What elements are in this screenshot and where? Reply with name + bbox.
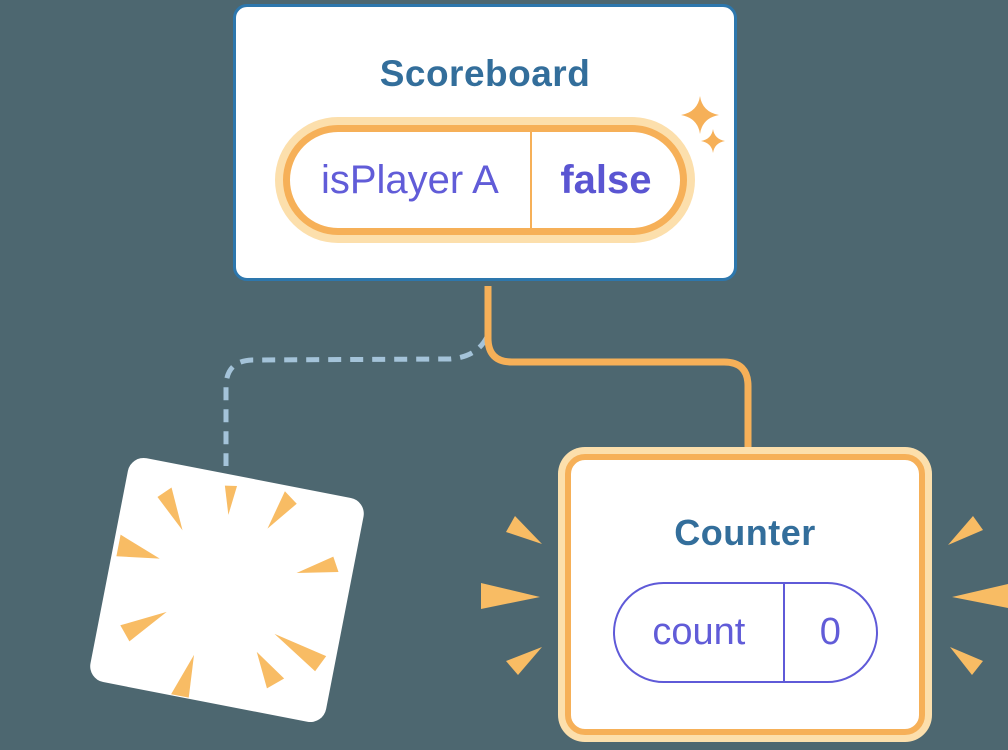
counter-title: Counter bbox=[674, 512, 816, 553]
prop-value-label: false bbox=[560, 157, 652, 202]
burst-icon bbox=[116, 485, 339, 698]
dashed-connector-line bbox=[223, 335, 490, 466]
prop-name-label: isPlayer A bbox=[290, 132, 532, 228]
state-name-label: count bbox=[615, 584, 785, 681]
scoreboard-prop-pill: isPlayer A false bbox=[283, 125, 687, 235]
burst-icon bbox=[481, 516, 542, 675]
sparkle-icon bbox=[701, 129, 725, 153]
scoreboard-title: Scoreboard bbox=[379, 53, 591, 94]
scoreboard-card: Scoreboard isPlayer A false bbox=[233, 4, 737, 281]
counter-state-pill: count 0 bbox=[613, 582, 878, 683]
solid-connector-line bbox=[484, 286, 752, 454]
sparkle-icon bbox=[681, 96, 719, 134]
destroyed-component-card bbox=[87, 455, 367, 725]
burst-icon bbox=[948, 516, 1008, 675]
counter-card: Counter count 0 bbox=[565, 454, 925, 735]
state-value-label: 0 bbox=[819, 611, 841, 653]
